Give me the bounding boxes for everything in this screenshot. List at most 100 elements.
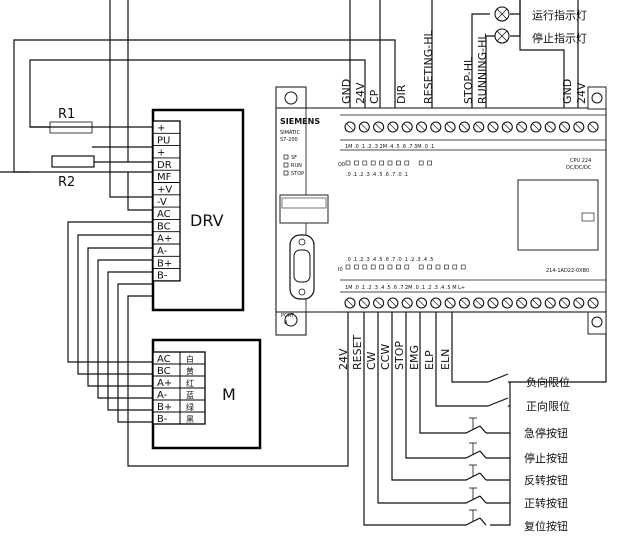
pushbutton-stop <box>462 442 487 459</box>
drv-pin-label: DR <box>157 160 172 171</box>
io-led <box>370 160 376 166</box>
port-label-2: 0 <box>284 320 287 326</box>
motor-wire-color: 黄 <box>186 366 194 376</box>
top-signal-dir: DIR <box>395 84 408 104</box>
switch-label-forward: 正转按钮 <box>524 496 568 510</box>
io-led <box>427 264 432 270</box>
drv-pin-label: A- <box>157 246 168 257</box>
bottom-signal-reset: RESET <box>351 334 364 370</box>
bottom-signal-labels: 24V RESET CW CCW STOP EMG ELP ELN <box>337 334 452 370</box>
io-led <box>444 264 449 270</box>
switch-contact-neg-limit <box>487 373 509 383</box>
top-signal-running-hl: RUNNING-HL <box>476 33 489 104</box>
cpu-type-label: DC/DC/DC <box>566 165 592 171</box>
top-signal-24v2: 24V <box>575 82 588 104</box>
io-led <box>379 160 384 166</box>
switch-label-reverse: 反转按钮 <box>524 473 568 487</box>
resistor-r1-label: R1 <box>58 107 75 122</box>
drv-pin-label: +V <box>157 185 172 196</box>
bottom-signal-emg: EMG <box>408 345 421 370</box>
plc-unit: SIEMENS SIMATIC S7-200 SF RUN STOP PORT … <box>275 86 607 336</box>
drv-pin-label: PU <box>157 135 170 146</box>
io-led <box>404 264 410 270</box>
io-led <box>345 160 351 166</box>
drv-pin-label: MF <box>157 172 172 183</box>
plc-brand: SIEMENS <box>280 117 320 126</box>
switch-label-neg-limit: 负向限位 <box>526 375 570 389</box>
drv-pin-label: B- <box>157 271 168 282</box>
port-label-1: PORT <box>281 313 295 319</box>
resistor-r1: R1 <box>49 107 93 134</box>
lamp-stop-label: 停止指示灯 <box>532 31 587 45</box>
pushbutton-reset <box>462 509 487 526</box>
lamp-run: 运行指示灯 <box>494 6 587 22</box>
switch-label-stop: 停止按钮 <box>524 451 568 465</box>
plc-model-line2: S7-200 <box>280 137 298 143</box>
io-led <box>362 160 368 166</box>
drv-pin-label: -V <box>157 197 167 208</box>
io-led <box>396 160 401 166</box>
switches: 负向限位 正向限位 急停按钮 停止按钮 反转按钮 正转按钮 复位按钮 <box>462 373 570 533</box>
motor-pin-label: BC <box>157 366 171 377</box>
io-led <box>370 264 376 270</box>
io-led <box>452 264 458 270</box>
drv-pin-label: AC <box>157 209 171 220</box>
resistor-r2-label: R2 <box>58 175 75 190</box>
motor-wire-color: 红 <box>186 378 194 388</box>
pushbutton-emergency <box>462 417 487 434</box>
q-label: Q0 <box>338 162 345 168</box>
lamp-stop: 停止指示灯 <box>494 28 587 45</box>
io-led <box>354 264 359 270</box>
bottom-signal-ccw: CCW <box>379 344 392 370</box>
i-label: I0 <box>338 267 343 273</box>
top-signal-reseting-hl: RESETING-HL <box>422 30 435 104</box>
bottom-signal-cw: CW <box>365 351 378 370</box>
pushbutton-reverse <box>462 464 487 481</box>
io-led <box>435 264 441 270</box>
io-led <box>404 160 410 166</box>
motor-wire-color: 绿 <box>186 403 194 412</box>
io-led <box>345 264 351 270</box>
top-signal-labels: GND 24V CP DIR RESETING-HL STOP-HL RUNNI… <box>340 30 588 104</box>
top-terminal-labels: 1M .0 .1 .2 .3 2M .4 .5 .6 .7 3M .0 .1 <box>345 144 434 150</box>
top-signal-stop-hl: STOP-HL <box>462 56 475 104</box>
io-led <box>427 160 432 166</box>
top-signal-gnd2: GND <box>561 79 574 104</box>
io-led <box>362 264 368 270</box>
resistor-r2: R2 <box>51 155 95 190</box>
bottom-signal-24v: 24V <box>337 348 350 370</box>
plc-model-line1: SIMATIC <box>280 130 301 136</box>
bottom-signal-eln: ELN <box>439 349 452 370</box>
io-led <box>460 264 466 270</box>
drv-pin-label: + <box>157 123 165 134</box>
port-0: PORT 0 <box>281 234 315 326</box>
led-stop-label: STOP <box>291 171 304 177</box>
io-led <box>396 264 401 270</box>
motor-pin-label: AC <box>157 354 171 365</box>
io-led <box>418 264 424 270</box>
top-signal-cp: CP <box>368 89 381 104</box>
switch-contact-pos-limit <box>487 397 509 407</box>
io-led <box>387 160 393 166</box>
pushbutton-forward <box>462 487 487 504</box>
top-signal-gnd: GND <box>340 79 353 104</box>
io-led <box>418 160 424 166</box>
wiring <box>0 0 607 526</box>
drv-pin-label: A+ <box>157 234 172 245</box>
led-run-label: RUN <box>291 163 302 169</box>
drv-pin-label: + <box>157 148 165 159</box>
driver-title: DRV <box>190 211 224 230</box>
switch-label-emergency: 急停按钮 <box>524 426 568 440</box>
bottom-signal-stop: STOP <box>393 341 406 370</box>
drv-pin-label: BC <box>157 221 171 232</box>
io-led <box>387 264 393 270</box>
motor-pin-label: B+ <box>157 402 172 413</box>
led-sf-label: SF <box>291 155 297 161</box>
top-signal-24v: 24V <box>354 82 367 104</box>
io-led <box>354 160 359 166</box>
switch-label-reset: 复位按钮 <box>524 519 568 533</box>
cpu-label: CPU 224 <box>570 158 591 164</box>
motor-wire-color: 白 <box>186 354 194 364</box>
